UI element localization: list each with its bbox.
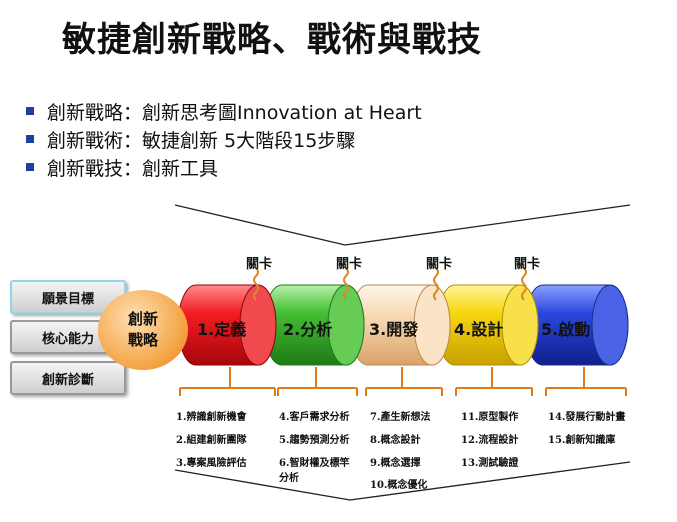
bullet-text: 創新戰技：創新工具: [47, 157, 219, 180]
stage-bracket-2: [277, 367, 358, 396]
bullet-square-icon: [26, 107, 34, 115]
step-item: 4.客戶需求分析: [279, 412, 350, 423]
gate-label-2: 關卡: [336, 257, 363, 272]
stage-bracket-3: [365, 367, 443, 396]
gate-chain-4: [521, 267, 527, 301]
page-title: 敏捷創新戰略、戰術與戰技: [62, 20, 482, 60]
step-item: 11.原型製作: [461, 412, 519, 423]
step-item: 1.辨識創新機會: [176, 412, 247, 423]
sidebar-item-diagnosis: 創新診斷: [10, 361, 126, 395]
gate-label-3: 關卡: [426, 257, 453, 272]
strategy-line-2: 戰略: [127, 331, 158, 349]
stage-label-2: 2.分析: [283, 320, 333, 339]
step-item: 3.專案風險評估: [176, 458, 247, 469]
stage-cylinder-3: [349, 284, 451, 366]
stage-cylinder-4: [436, 284, 539, 366]
step-item: 7.產生新想法: [370, 412, 431, 423]
gate-chain-1: [253, 267, 259, 301]
bullet-square-icon: [26, 135, 34, 143]
gate-label-1: 關卡: [246, 257, 273, 272]
step-item: 8.概念設計: [370, 435, 421, 446]
strategy-line-1: 創新: [127, 310, 158, 328]
bullet-tactics: 創新戰術：敏捷創新 5大階段15步驟: [26, 125, 422, 153]
step-item: 6.智財權及標竿: [279, 458, 350, 469]
bullet-square-icon: [26, 163, 34, 171]
stage-bracket-1: [179, 367, 276, 396]
step-item: 分析: [279, 473, 299, 484]
step-item: 13.測試驗證: [461, 458, 519, 469]
stage-label-4: 4.設計: [454, 320, 504, 339]
bullet-strategy: 創新戰略：創新思考圖Innovation at Heart: [26, 97, 422, 125]
bullet-list: 創新戰略：創新思考圖Innovation at Heart 創新戰術：敏捷創新 …: [26, 97, 422, 181]
perspective-line-bottom: [174, 461, 631, 501]
gate-label-4: 關卡: [514, 257, 541, 272]
stage-label-3: 3.開發: [369, 320, 419, 339]
stage-label-1: 1.定義: [197, 320, 247, 339]
step-item: 15.創新知識庫: [548, 435, 616, 446]
bullet-techniques: 創新戰技：創新工具: [26, 153, 422, 181]
stage-label-5: 5.啟動: [541, 320, 591, 339]
step-item: 14.發展行動計畫: [548, 412, 626, 423]
step-item: 5.趨勢預測分析: [279, 435, 350, 446]
perspective-line-top: [174, 204, 631, 246]
bullet-text: 創新戰術：敏捷創新 5大階段15步驟: [47, 129, 356, 152]
step-item: 2.組建創新團隊: [176, 435, 247, 446]
gate-chain-2: [343, 267, 349, 301]
step-item: 12.流程設計: [461, 435, 519, 446]
gate-chain-3: [433, 267, 439, 301]
stage-bracket-5: [545, 367, 627, 396]
bullet-text: 創新戰略：創新思考圖Innovation at Heart: [47, 101, 422, 124]
step-item: 9.概念選擇: [370, 458, 421, 469]
strategy-circle: 創新戰略: [98, 290, 188, 370]
step-item: 10.概念優化: [370, 480, 428, 491]
stage-bracket-4: [455, 367, 533, 396]
